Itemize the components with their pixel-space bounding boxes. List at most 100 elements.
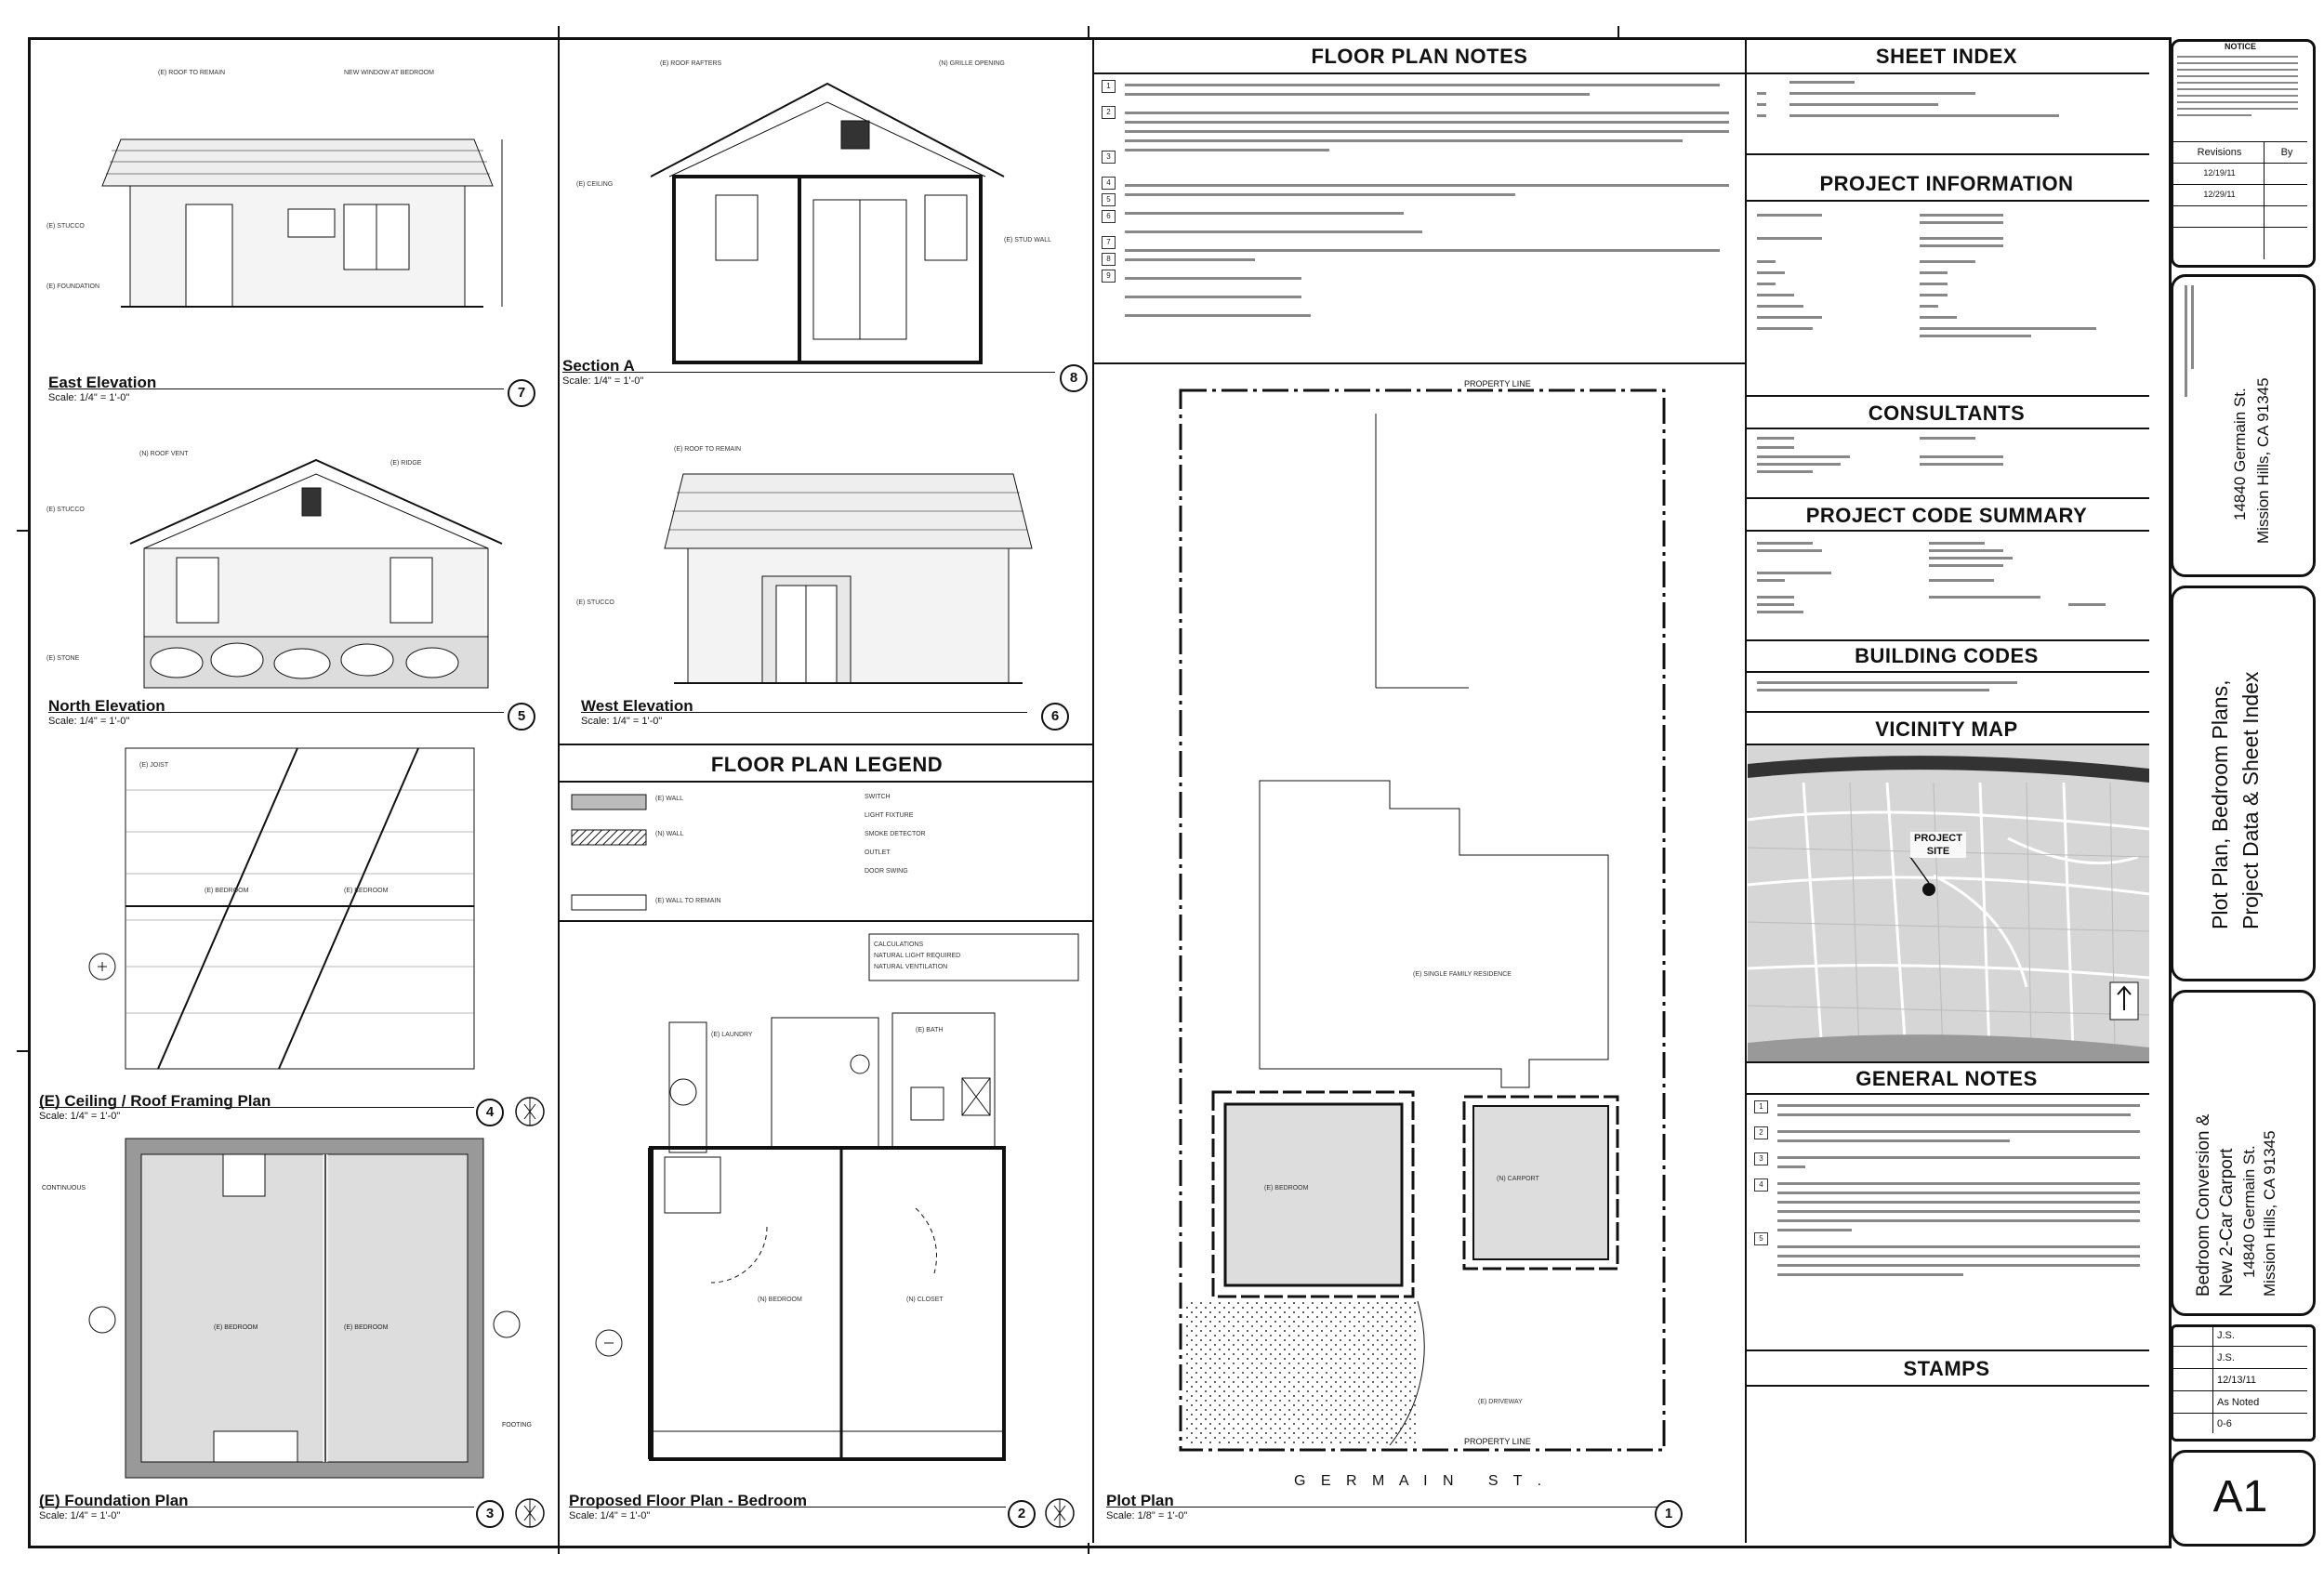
svg-text:(N) ROOF VENT: (N) ROOF VENT: [139, 451, 189, 457]
plot-plan-scale: Scale: 1/8" = 1'-0": [1106, 1510, 1188, 1521]
vicinity-map-header: VICINITY MAP: [1875, 718, 2018, 741]
project-name-box: [2171, 990, 2316, 1316]
svg-text:(E) BEDROOM: (E) BEDROOM: [1264, 1185, 1309, 1192]
foundation-plan-number: 3: [476, 1500, 504, 1528]
project-code-summary-header: PROJECT CODE SUMMARY: [1805, 504, 2088, 527]
building-codes-text: [1757, 681, 2017, 691]
vicinity-map: [1748, 745, 2149, 1061]
svg-text:(E) STUD WALL: (E) STUD WALL: [1004, 237, 1051, 244]
general-notes-list: 1 2 3 4 5: [1754, 1100, 2145, 1277]
svg-text:(E) ROOF TO REMAIN: (E) ROOF TO REMAIN: [674, 446, 741, 453]
svg-text:SMOKE DETECTOR: SMOKE DETECTOR: [865, 831, 926, 837]
scale-value: As Noted: [2217, 1397, 2260, 1408]
project-code-summary-table: [1757, 542, 2106, 613]
notice-text: [2177, 56, 2298, 116]
north-arrow-icon: [515, 1498, 545, 1528]
owner-address-line1: 14840 Germain St.: [2231, 388, 2249, 520]
west-elevation-drawing: (E) ROOF TO REMAIN (E) STUCCO: [576, 446, 1033, 684]
sheet-number-box: [2171, 1450, 2316, 1547]
proposed-floor-plan-drawing: CALCULATIONS NATURAL LIGHT REQUIRED NATURA…: [595, 933, 1079, 1461]
north-arrow-icon: [1045, 1498, 1075, 1528]
svg-text:(E) LAUNDRY: (E) LAUNDRY: [711, 1032, 753, 1038]
plot-plan-drawing: (E) SINGLE FAMILY RESIDENCE (E) BEDROOM (N…: [1179, 388, 1666, 1452]
svg-text:(E) SINGLE FAMILY RESIDENCE: (E) SINGLE FAMILY RESIDENCE: [1413, 971, 1512, 978]
owner-address-line2: Mission Hills, CA 91345: [2254, 377, 2272, 544]
svg-text:(E) BATH: (E) BATH: [916, 1027, 943, 1034]
ceiling-framing-plan-drawing: (E) JOIST(E) BEDROOM(E) BEDROOM: [88, 747, 475, 1070]
north-elevation-scale: Scale: 1/4" = 1'-0": [48, 716, 130, 727]
svg-text:(E) STUCCO: (E) STUCCO: [46, 507, 85, 513]
svg-text:(E) STUCCO: (E) STUCCO: [46, 223, 85, 230]
svg-text:(E) BEDROOM: (E) BEDROOM: [344, 1324, 389, 1331]
sheet-number: A1: [2212, 1472, 2268, 1521]
drawing-info-box: [2171, 1324, 2316, 1442]
svg-text:(E) FOUNDATION: (E) FOUNDATION: [46, 283, 99, 290]
east-elevation-drawing: (E) ROOF TO REMAIN NEW WINDOW AT BEDROOM…: [46, 70, 503, 308]
plot-plan-title: Plot Plan: [1106, 1492, 1174, 1509]
north-elevation-drawing: (N) ROOF VENT(E) RIDGE (E) STUCCO(E) STO…: [46, 451, 503, 689]
floor-plan-scale: Scale: 1/4" = 1'-0": [569, 1510, 651, 1521]
plot-plan-street-name: G E R M A I N S T .: [1294, 1473, 1548, 1489]
svg-text:CONTINUOUS: CONTINUOUS: [42, 1185, 86, 1192]
owner-text: [2185, 285, 2194, 397]
sheet-title-line1: Plot Plan, Bedroom Plans,: [2208, 679, 2232, 929]
west-elevation-scale: Scale: 1/4" = 1'-0": [581, 716, 663, 727]
checked-by-value: J.S.: [2217, 1352, 2235, 1363]
svg-text:(E) BEDROOM: (E) BEDROOM: [344, 888, 389, 894]
svg-text:(N) WALL: (N) WALL: [655, 831, 684, 837]
owner-address-box: [2171, 274, 2316, 577]
building-codes-header: BUILDING CODES: [1855, 644, 2039, 667]
general-notes-text: [1777, 1104, 2140, 1276]
project-line4: Mission Hills, CA 91345: [2261, 1130, 2278, 1297]
svg-text:(E) WALL: (E) WALL: [655, 796, 683, 802]
sheet-border: [28, 37, 2172, 1548]
vicinity-map-site-label: PROJECT SITE: [1910, 832, 1966, 858]
north-elevation-title: North Elevation: [48, 697, 165, 715]
consultants-list: [1757, 437, 2003, 473]
north-elevation-number: 5: [508, 703, 535, 731]
project-line1: Bedroom Conversion &: [2194, 1113, 2213, 1297]
notice-title: NOTICE: [2224, 42, 2256, 51]
drawn-by-value: J.S.: [2217, 1330, 2235, 1341]
floor-plan-legend-header: FLOOR PLAN LEGEND: [710, 753, 944, 776]
ceiling-plan-number: 4: [476, 1099, 504, 1126]
east-elevation-number: 7: [508, 379, 535, 407]
project-line3: 14840 Germain St.: [2240, 1145, 2258, 1278]
svg-text:(E) STONE: (E) STONE: [46, 655, 80, 662]
svg-text:NATURAL LIGHT REQUIRED: NATURAL LIGHT REQUIRED: [874, 953, 960, 959]
north-arrow-icon: [515, 1097, 545, 1126]
svg-text:NATURAL VENTILATION: NATURAL VENTILATION: [874, 964, 947, 970]
by-label: By: [2280, 147, 2293, 158]
east-elevation-scale: Scale: 1/4" = 1'-0": [48, 392, 130, 403]
section-a-drawing: (E) ROOF RAFTERS (N) GRILLE OPENING (E) C…: [576, 60, 1051, 364]
plot-plan-number: 1: [1655, 1500, 1683, 1528]
revisions-label: Revisions: [2197, 147, 2242, 158]
revision-date-1: 12/19/11: [2203, 168, 2236, 178]
svg-text:CALCULATIONS: CALCULATIONS: [874, 941, 923, 948]
ceiling-plan-title: (E) Ceiling / Roof Framing Plan: [39, 1092, 271, 1110]
svg-text:(E) ROOF TO REMAIN: (E) ROOF TO REMAIN: [158, 70, 225, 76]
sheet-index-header: SHEET INDEX: [1875, 45, 2018, 68]
svg-text:(E) ROOF RAFTERS: (E) ROOF RAFTERS: [660, 60, 721, 67]
floor-plan-notes-text: [1125, 84, 1729, 317]
general-notes-header: GENERAL NOTES: [1855, 1067, 2038, 1090]
svg-text:(N) GRILLE OPENING: (N) GRILLE OPENING: [939, 60, 1005, 67]
project-line2: New 2-Car Carport: [2217, 1148, 2237, 1297]
stamps-header: STAMPS: [1903, 1357, 1990, 1380]
ceiling-plan-scale: Scale: 1/4" = 1'-0": [39, 1111, 121, 1122]
section-a-scale: Scale: 1/4" = 1'-0": [562, 375, 644, 387]
svg-text:(E) WALL TO REMAIN: (E) WALL TO REMAIN: [655, 898, 720, 904]
svg-text:LIGHT FIXTURE: LIGHT FIXTURE: [865, 812, 914, 819]
svg-text:(E) CEILING: (E) CEILING: [576, 181, 613, 188]
svg-text:DOOR SWING: DOOR SWING: [865, 868, 908, 875]
svg-text:NEW WINDOW AT BEDROOM: NEW WINDOW AT BEDROOM: [344, 70, 434, 76]
section-a-title: Section A: [562, 357, 635, 375]
foundation-plan-scale: Scale: 1/4" = 1'-0": [39, 1510, 121, 1521]
revision-date-2: 12/29/11: [2203, 190, 2236, 199]
svg-text:(N) CARPORT: (N) CARPORT: [1497, 1176, 1539, 1182]
svg-text:(E) STUCCO: (E) STUCCO: [576, 599, 614, 606]
sheet-index-list: [1757, 81, 2059, 117]
floor-plan-notes-header: FLOOR PLAN NOTES: [1311, 45, 1528, 68]
section-a-number: 8: [1060, 364, 1088, 392]
